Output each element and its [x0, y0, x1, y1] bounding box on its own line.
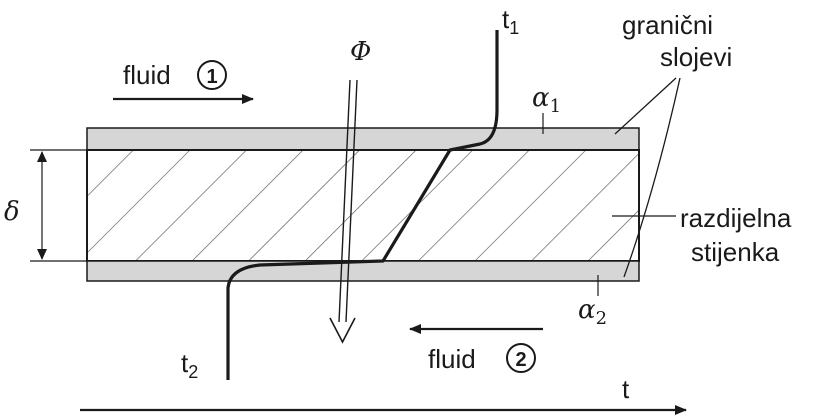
wall-label-line1: razdijelna [680, 203, 792, 233]
alpha-1-label: α1 [532, 83, 561, 117]
fluid-2-number: 2 [515, 349, 526, 371]
fluid-1-number: 1 [206, 66, 217, 88]
wall-label-line2: stijenka [691, 237, 780, 267]
alpha-2-label: α2 [578, 295, 607, 329]
delta-label: δ [4, 197, 20, 227]
temperature-profile-line [226, 30, 499, 380]
fluid-2-label: fluid [428, 344, 476, 374]
wall-hatching [86, 149, 640, 262]
t2-label: t2 [181, 348, 198, 382]
heat-flux-label: Φ [350, 37, 371, 67]
wall-thickness-dimension [30, 149, 87, 262]
upper-boundary-layer [86, 127, 640, 151]
fluid-1-number-circle: 1 [197, 60, 227, 90]
boundary-layers-leaders [614, 77, 681, 278]
lower-boundary-layer [86, 260, 640, 282]
fluid-2-number-circle: 2 [506, 343, 536, 373]
heat-flux-arrow [329, 79, 358, 344]
t1-label: t1 [502, 4, 519, 38]
boundary-layers-label-line2: slojevi [660, 42, 732, 72]
fluid-1-label: fluid [123, 60, 171, 90]
temperature-axis-label: t [622, 374, 630, 404]
boundary-layers-label-line1: granični [622, 10, 713, 40]
